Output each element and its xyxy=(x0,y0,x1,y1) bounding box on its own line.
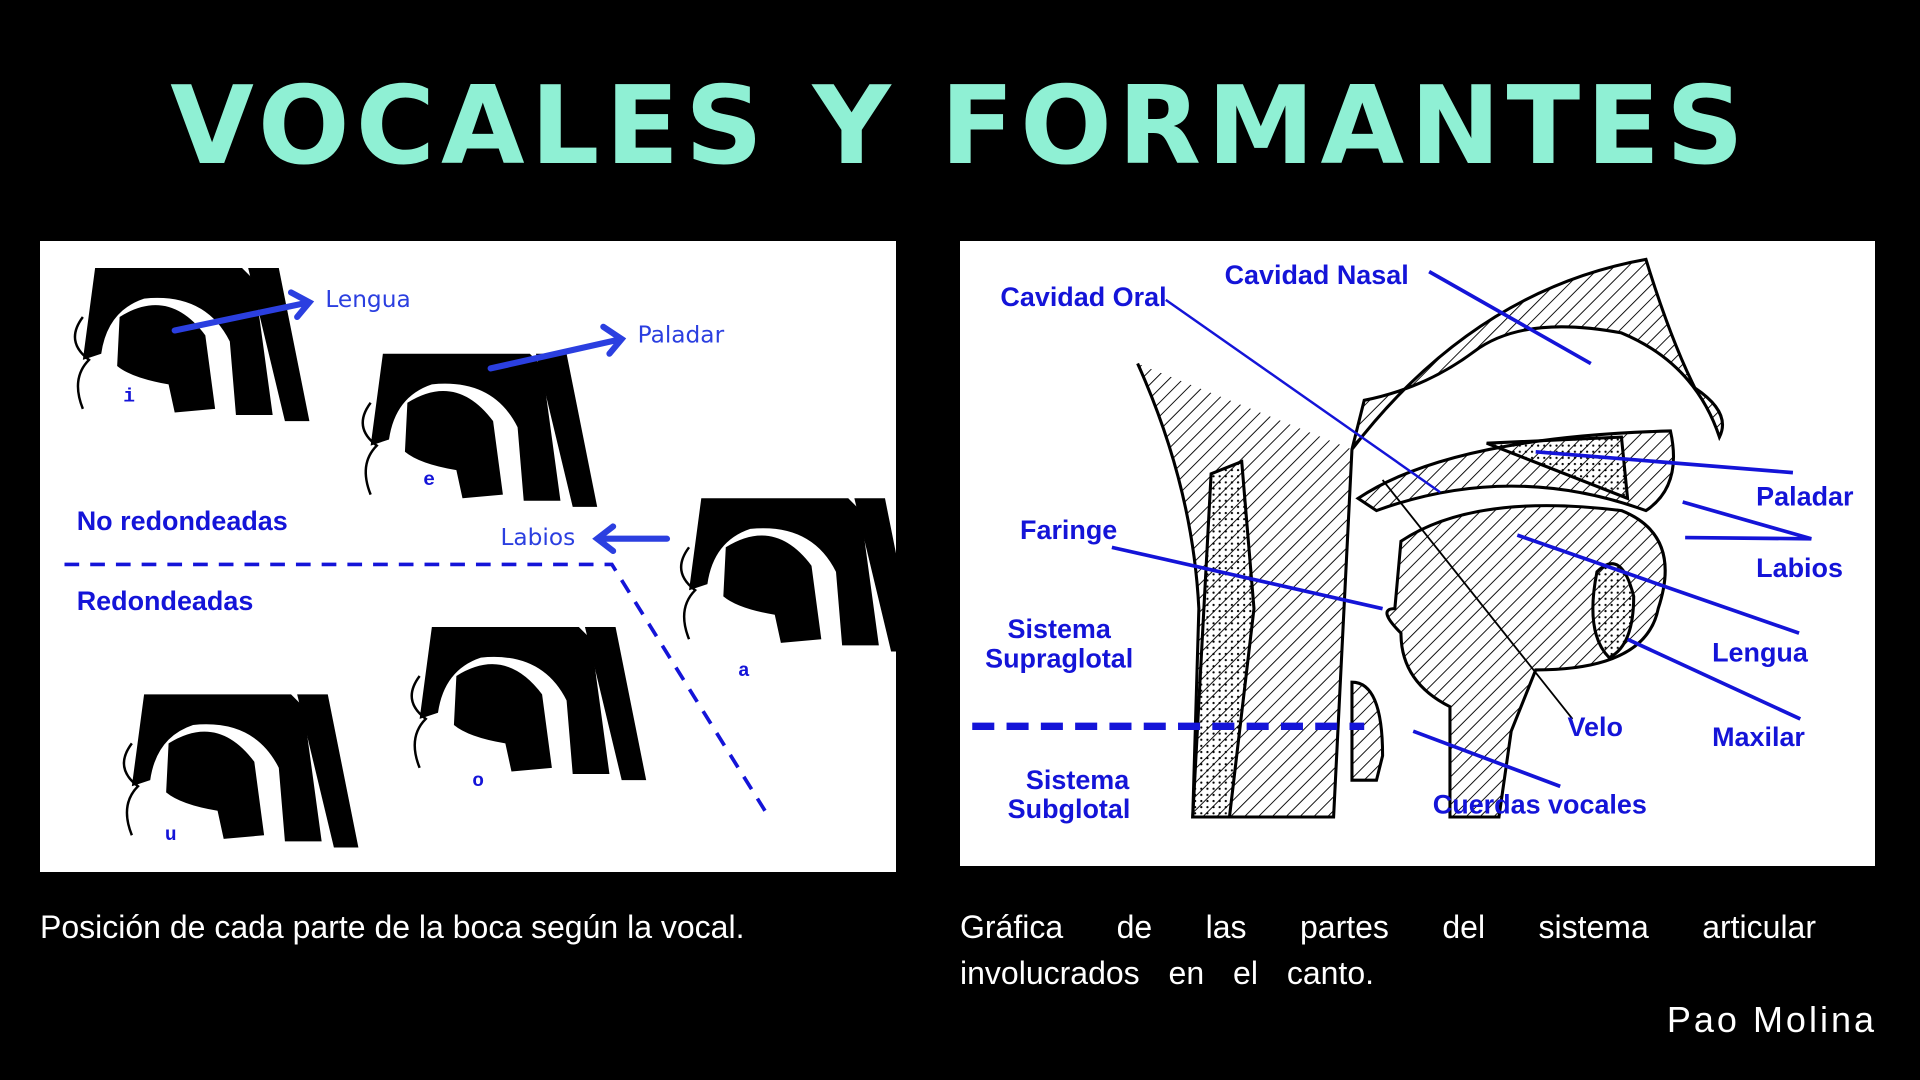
label-lengua: Lengua xyxy=(325,286,410,313)
rounded-divider-line xyxy=(64,562,767,812)
mouth-diagram-u xyxy=(122,693,360,849)
left-figure-caption: Posición de cada parte de la boca según … xyxy=(40,909,745,945)
label-labios: Labios xyxy=(500,524,575,551)
vowel-mouth-positions-figure: Lengua Paladar Labios No redondeadas Red… xyxy=(40,241,896,872)
author-name: Pao Molina xyxy=(1666,999,1877,1040)
label-lengua: Lengua xyxy=(1712,637,1809,667)
vowel-u: u xyxy=(165,824,177,846)
label-faringe: Faringe xyxy=(1020,515,1117,545)
label-cuerdas-vocales: Cuerdas vocales xyxy=(1433,789,1647,819)
vowel-a: a xyxy=(738,660,750,682)
label-no-redondeadas: No redondeadas xyxy=(77,506,288,536)
label-maxilar: Maxilar xyxy=(1712,722,1805,752)
label-redondeadas: Redondeadas xyxy=(77,586,254,616)
page-title: VOCALES Y FORMANTES xyxy=(170,64,1750,189)
arrows xyxy=(171,289,671,555)
label-velo: Velo xyxy=(1568,712,1623,742)
label-labios: Labios xyxy=(1756,553,1843,583)
label-cavidad-nasal: Cavidad Nasal xyxy=(1225,260,1409,290)
vowel-e: e xyxy=(423,469,435,491)
label-sistema-subglotal-1: Sistema xyxy=(1026,765,1130,795)
mouth-diagram-o xyxy=(410,625,648,782)
label-paladar: Paladar xyxy=(1756,482,1854,512)
right-figure-caption: Gráfica de las partes del sistema articu… xyxy=(960,909,1816,991)
mouth-diagram-e xyxy=(361,352,599,509)
pointer-lines xyxy=(1111,270,1812,789)
vocal-tract-anatomy-figure: Cavidad Nasal Cavidad Oral Paladar Labio… xyxy=(960,241,1875,866)
label-cavidad-oral: Cavidad Oral xyxy=(1000,282,1166,312)
label-sistema-subglotal-2: Subglotal xyxy=(1008,794,1131,824)
vowel-i: i xyxy=(123,386,135,408)
mouth-diagram-i xyxy=(73,266,311,423)
vowel-o: o xyxy=(472,770,484,792)
label-paladar: Paladar xyxy=(638,322,725,349)
label-sistema-supraglotal-2: Supraglotal xyxy=(985,643,1133,673)
mouth-diagram-a xyxy=(679,497,896,653)
label-sistema-supraglotal-1: Sistema xyxy=(1008,614,1112,644)
